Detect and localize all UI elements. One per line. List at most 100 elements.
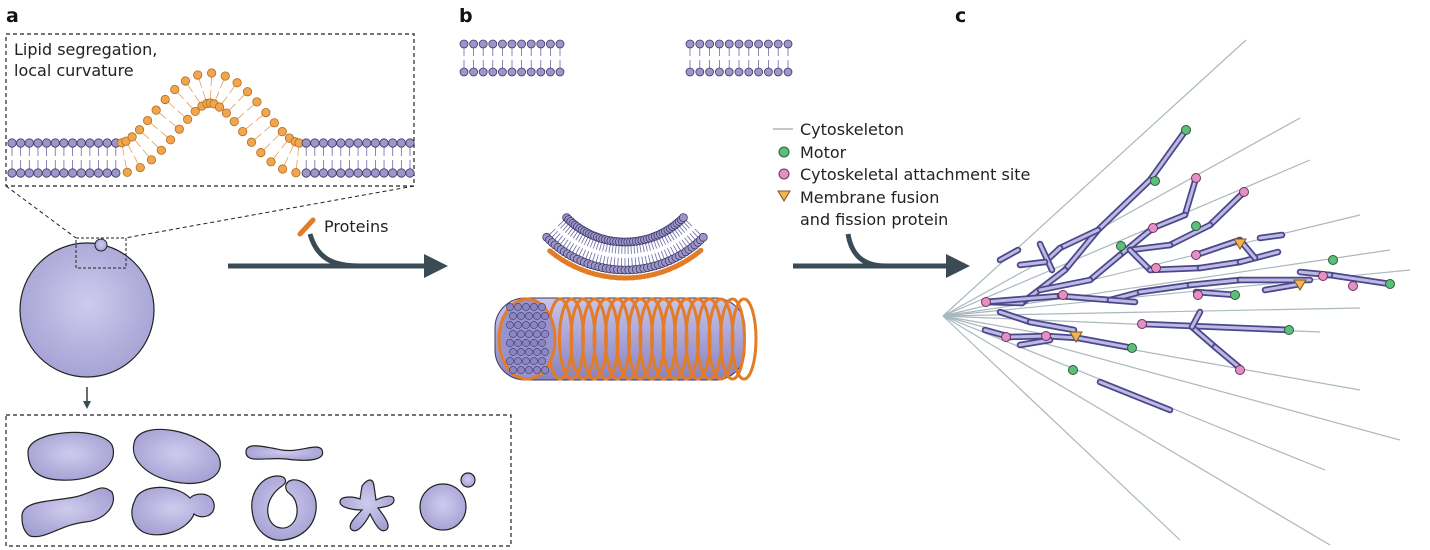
shape-peanut (21, 487, 114, 538)
lipid-head (229, 116, 239, 127)
lipid-head (59, 138, 69, 148)
er-tubule-network (981, 126, 1394, 414)
protein-ring (719, 297, 746, 381)
panel-b: b (459, 5, 793, 381)
tubule-lipid-head (506, 321, 514, 329)
arrow-curve-bc (845, 233, 887, 269)
panel-a-letter: a (6, 5, 19, 27)
lipid-head (744, 67, 754, 77)
cytoskeleton-ray (942, 315, 1331, 546)
er-tubule (1213, 345, 1242, 370)
shape-star (339, 479, 395, 532)
lipid-head (754, 39, 763, 49)
lipid-head (546, 39, 555, 49)
lipid-head (93, 168, 104, 178)
er-tubule (1018, 260, 1047, 267)
down-arrow-icon (83, 401, 91, 409)
tubule-lipid-head (506, 303, 514, 311)
attachment-dot-icon (1041, 331, 1051, 341)
shape-oval (27, 431, 115, 481)
lipid-head (122, 167, 132, 177)
panel-a: a Lipid segregation, local curvature (5, 5, 512, 547)
lipid-head (764, 67, 773, 77)
protein-coat-segment (691, 247, 704, 258)
tubule-lipid-head (533, 348, 541, 356)
motor-dot-icon (1385, 279, 1395, 289)
lipid-head (33, 138, 43, 148)
shape-budding (131, 486, 215, 536)
network-markers (981, 125, 1395, 375)
tubule-lipid-head (533, 312, 541, 320)
lipid-head (555, 67, 565, 77)
lipid-head (42, 138, 52, 148)
lipid-head (370, 138, 380, 148)
tubule-lipid-head (514, 339, 522, 347)
panel-c: c Cytoskeleton Motor Cytoskeletal attach… (773, 5, 1411, 546)
lipid-head (50, 168, 60, 178)
lipid-head (336, 138, 346, 148)
lipid-head (7, 168, 17, 178)
lipid-head (310, 138, 320, 148)
lipid-head (362, 168, 372, 178)
attachment-dot-icon (1148, 223, 1158, 233)
tubule-lipid-head (525, 312, 533, 320)
tubule-lipid-head (538, 357, 546, 365)
lipid-head (388, 138, 398, 148)
lipid-head (705, 67, 714, 77)
shape-dumbbell (245, 445, 324, 461)
protein-bar-icon (297, 217, 316, 237)
tubule-lipid-head (506, 339, 514, 347)
lipid-head (111, 168, 121, 178)
lipid-head (705, 39, 714, 49)
attachment-dot-icon (1151, 263, 1161, 273)
tubule-lipid-head (541, 312, 549, 320)
lipid-head (85, 168, 95, 178)
lipid-head (344, 138, 355, 148)
shape-bean (132, 428, 221, 484)
motor-dot-icon (1328, 255, 1338, 265)
panel-b-letter: b (459, 5, 473, 27)
lipid-head (24, 168, 34, 178)
cell-shapes (21, 428, 476, 541)
lipid-head (183, 114, 193, 125)
lipid-head (193, 70, 203, 80)
lipid-head (353, 138, 363, 148)
lipid-head (318, 168, 329, 178)
lipid-head (405, 138, 415, 148)
tubule-lipid-head (538, 339, 546, 347)
lipid-head (388, 168, 398, 178)
tubule-lipid-head (522, 357, 530, 365)
lipid-head (102, 138, 112, 148)
arrow-icon (424, 254, 448, 278)
cytoskeleton-ray (942, 315, 1181, 541)
lipid-head (678, 213, 688, 223)
er-tubule (1038, 278, 1092, 292)
lipid-head (151, 105, 161, 115)
tubule-lipid-head (541, 366, 549, 374)
attachment-dot-icon (1235, 365, 1245, 375)
lipid-head (754, 67, 763, 77)
tubule-lipid-head (522, 339, 530, 347)
inset-label-line2: local curvature (14, 61, 134, 80)
protein-feed-curve (307, 233, 361, 269)
lipid-head (327, 138, 337, 148)
lipid-head (221, 108, 232, 118)
tubule-lipid-head (525, 366, 533, 374)
lipid-head (715, 67, 724, 77)
lipid-head (469, 39, 479, 49)
er-tubule (1108, 298, 1137, 304)
legend: Cytoskeleton Motor Cytoskeletal attachme… (773, 120, 1030, 229)
motor-dot-icon (1284, 325, 1294, 335)
motor-dot-icon (1150, 176, 1160, 186)
lipid-head (76, 168, 86, 178)
tubule-lipid-head (514, 357, 522, 365)
lipid-head (526, 39, 536, 49)
lipid-head (160, 94, 170, 105)
lipid-head (517, 67, 526, 77)
tubule-lipid-head (517, 330, 525, 338)
motor-dot-icon (1230, 290, 1240, 300)
legend-motor: Motor (800, 143, 847, 162)
motor-dot-icon (1191, 221, 1201, 231)
lipid-head (59, 168, 69, 178)
er-tubule (1058, 228, 1100, 250)
